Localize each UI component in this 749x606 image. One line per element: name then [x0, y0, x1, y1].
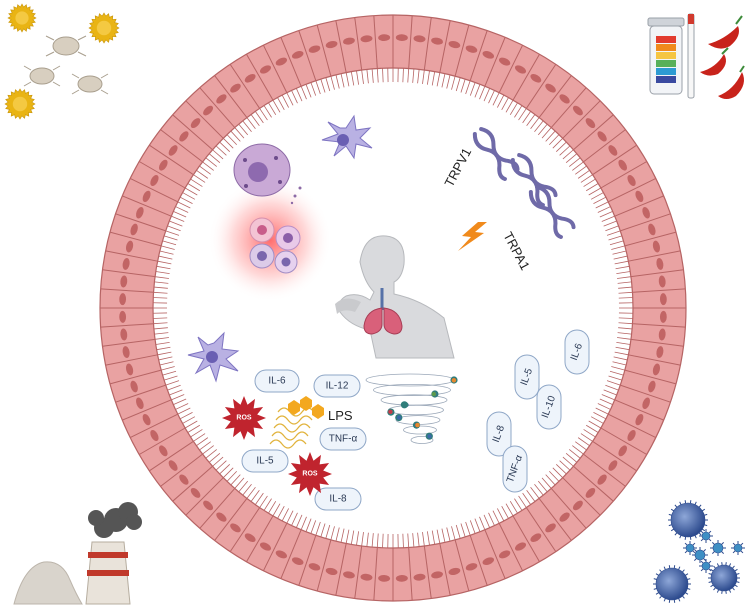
- lps-molecule-icon: [269, 396, 324, 449]
- dust-pile-and-factory-icon: [13, 502, 142, 605]
- pollen-and-dust-mites-icon: [4, 3, 120, 120]
- trp-channel-icon: [472, 127, 520, 181]
- trpa1-label: TRPA1: [500, 229, 532, 272]
- ros-burst-icon: ROS: [222, 396, 266, 440]
- trp-receptors: [472, 127, 576, 239]
- neutrophil-cluster-icon: [249, 217, 301, 274]
- cytokine-label: TNF-α: [329, 434, 358, 445]
- cytokine-pill: IL-8: [314, 487, 362, 511]
- inflammation-zone: [208, 143, 332, 302]
- cytokine-label: IL-5: [256, 456, 274, 467]
- cytokine-pill: IL-8: [486, 411, 512, 457]
- virus-icon: [653, 565, 691, 603]
- mast-cell-icon: [233, 143, 302, 205]
- cytokine-pill: IL-10: [536, 384, 562, 430]
- pollen-icon: [88, 12, 120, 44]
- dendritic-cell-icon: [187, 331, 240, 383]
- lps-label: LPS: [328, 408, 353, 423]
- virus-icon: [710, 540, 726, 556]
- pollen-icon: [7, 3, 37, 33]
- cytokine-pill: IL-12: [313, 374, 361, 398]
- cytokine-label: IL-6: [268, 376, 286, 387]
- virus-icon: [699, 559, 713, 573]
- ph-test-strip-and-chili-peppers-icon: [647, 13, 745, 99]
- cytokine-storm-vortex-icon: [365, 373, 458, 444]
- virus-particles-icon: [653, 500, 745, 603]
- coughing-person-lungs-icon: [335, 235, 455, 359]
- cytokine-pill: IL-6: [254, 369, 300, 393]
- cytokine-pill: TNF-α: [319, 427, 367, 451]
- cytokine-pill: TNF-α: [502, 445, 528, 493]
- cytokine-pill: IL-5: [241, 449, 289, 473]
- virus-icon: [668, 500, 708, 540]
- virus-icon: [683, 541, 697, 555]
- ros-label: ROS: [302, 471, 318, 478]
- trpv1-label: TRPV1: [441, 145, 474, 189]
- virus-icon: [731, 541, 745, 555]
- trp-channel-icon: [510, 153, 558, 207]
- virus-icon: [692, 547, 708, 563]
- cytokine-pill: IL-5: [514, 354, 540, 400]
- pollen-icon: [4, 88, 36, 120]
- airway-epithelium-ring: [99, 14, 687, 602]
- trp-channel-icon: [528, 185, 576, 239]
- lightning-icon: [458, 222, 487, 251]
- virus-icon: [708, 562, 740, 594]
- cytokine-label: IL-12: [326, 381, 349, 392]
- cytokine-label: IL-8: [329, 494, 347, 505]
- dendritic-cell-icon: [321, 114, 373, 160]
- virus-icon: [699, 529, 713, 543]
- ros-label: ROS: [236, 415, 252, 422]
- ros-burst-icon: ROS: [288, 452, 332, 496]
- cytokine-pill: IL-6: [564, 329, 590, 375]
